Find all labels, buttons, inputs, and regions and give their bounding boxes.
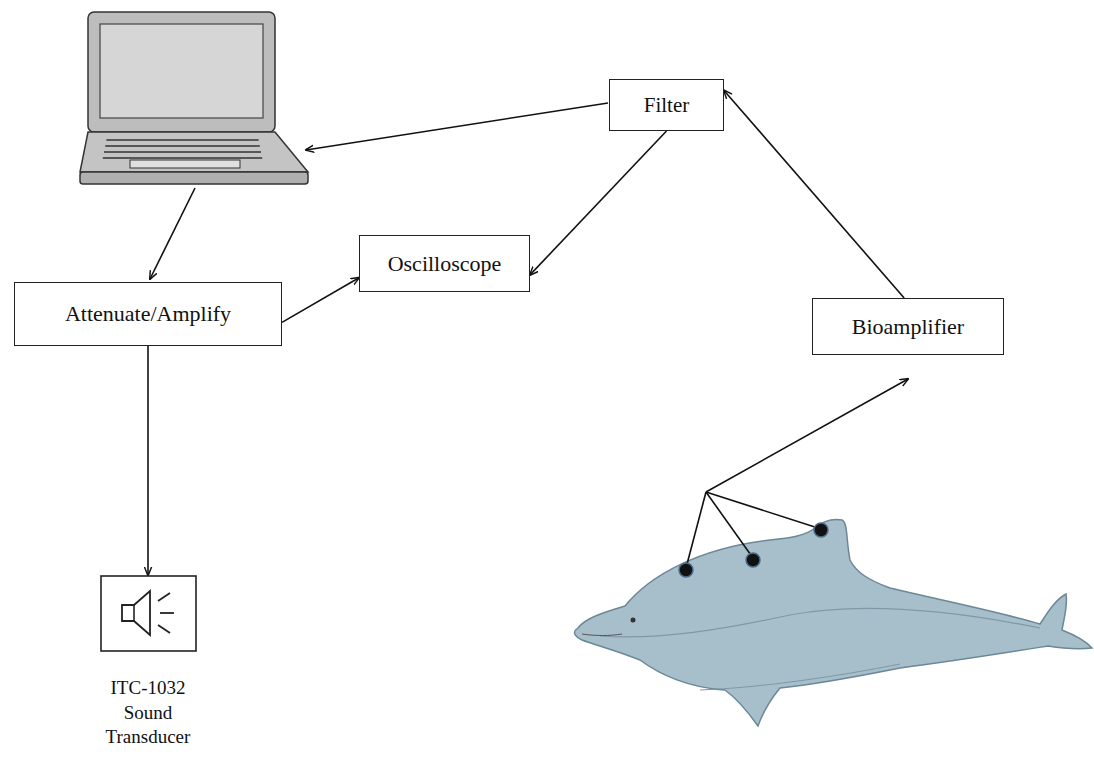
bioamplifier-box: Bioamplifier [812,298,1004,355]
box-label: Bioamplifier [852,314,964,339]
filter-box: Filter [609,79,724,131]
laptop-illustration [80,12,308,184]
data-arrow [306,103,608,150]
speaker-icon [100,575,197,652]
dolphin-illustration [575,519,1092,726]
signal-arrow [147,346,149,575]
signal-arrow [530,131,667,275]
box-label: Attenuate/Amplify [65,301,231,326]
electrode [679,523,828,577]
signal-arrow [724,90,904,298]
oscilloscope-box: Oscilloscope [359,235,530,292]
attenuator-box: Attenuate/Amplify [14,282,282,346]
box-label: Oscilloscope [388,251,502,276]
signal-arrow [282,278,359,323]
sound-transducer: ITC-1032 Sound Transducer [93,575,203,750]
device-label: ITC-1032 Sound Transducer [93,676,203,750]
box-label: Filter [644,93,690,117]
data-arrow [150,188,195,279]
electrode-leads [686,379,908,568]
